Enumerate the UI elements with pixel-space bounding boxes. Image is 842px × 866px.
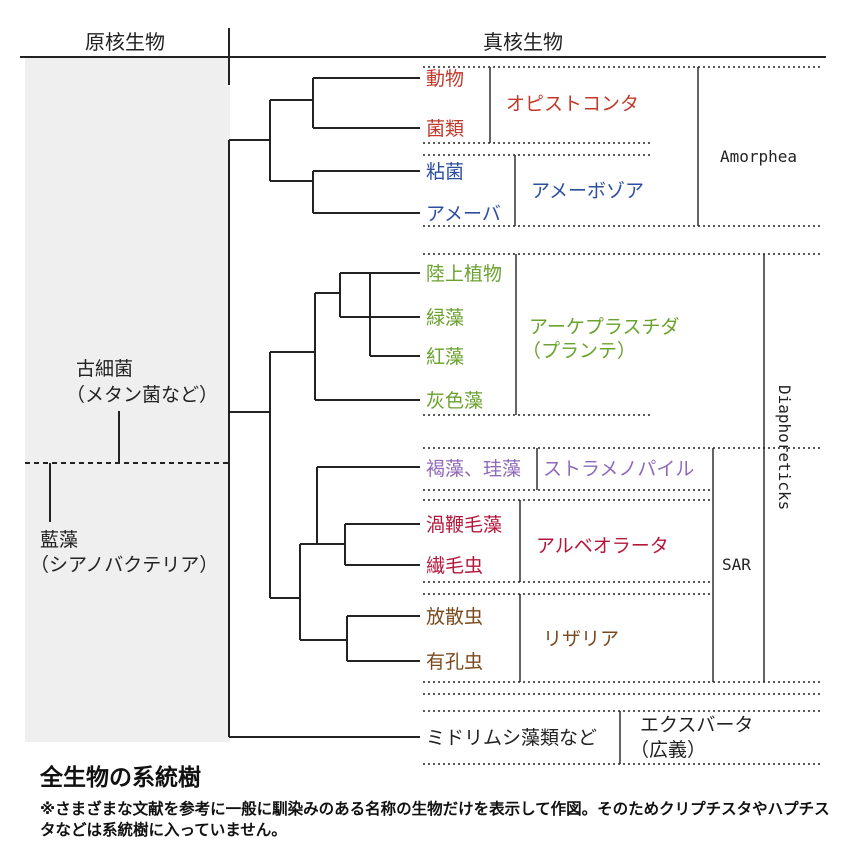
leaf-foraminifera: 有孔虫 (426, 651, 484, 673)
cyanobacteria-label: 藍藻 (40, 529, 79, 551)
leaf-slime-molds: 粘菌 (426, 161, 465, 183)
group-excavata: エクスバータ (640, 714, 754, 736)
group-alveolata: アルベオラータ (536, 535, 669, 557)
prokaryote-split (25, 411, 228, 522)
group-amoebozoa: アメーボゾア (531, 180, 645, 202)
figure-note: ※さまざまな文献を参考に一般に馴染みのある名称の生物だけを表示して作図。そのため… (40, 800, 830, 839)
leaf-ciliates: 繊毛虫 (426, 555, 484, 577)
leaf-land-plants: 陸上植物 (426, 263, 503, 285)
group-archaeplastida-sub: （プランテ） (522, 340, 637, 362)
leaf-green-algae: 緑藻 (426, 307, 465, 329)
cyanobacteria-sublabel: （シアノバクテリア） (30, 554, 219, 576)
supergroup-diaphoretickes: Diaphoreticks (775, 385, 794, 511)
supergroup-amorphea: Amorphea (720, 147, 798, 166)
group-archaeplastida: アーケプラスチダ (529, 316, 680, 338)
supergroup-sar: SAR (722, 555, 751, 574)
leaf-fungi: 菌類 (426, 118, 465, 140)
tree-branches (228, 77, 420, 738)
header-eukaryote: 真核生物 (483, 30, 563, 54)
leaf-excavata-misc: ミドリムシ藻類など (426, 727, 598, 749)
archaea-sublabel: （メタン菌など） (66, 384, 219, 406)
leaf-dinoflagellates: 渦鞭毛藻 (426, 514, 503, 536)
header-prokaryote: 原核生物 (85, 30, 165, 54)
figure-title: 全生物の系統樹 (40, 765, 201, 791)
group-excavata-sub: （広義） (630, 739, 707, 761)
leaf-brown-diatoms: 褐藻、珪藻 (426, 458, 522, 480)
group-opisthokonta: オピストコンタ (506, 93, 640, 115)
group-stramenopiles: ストラメノパイル (543, 458, 695, 480)
group-rhizaria: リザリア (543, 628, 620, 650)
archaea-label: 古細菌 (76, 358, 134, 380)
leaf-radiolarians: 放散虫 (426, 606, 484, 628)
leaf-red-algae: 紅藻 (426, 346, 465, 368)
leaf-glaucophytes: 灰色藻 (426, 390, 484, 412)
group-boxes (423, 66, 820, 765)
leaf-animals: 動物 (426, 68, 465, 90)
leaf-amoeba: アメーバ (426, 203, 501, 225)
prokaryote-shade (25, 57, 230, 742)
header-lines (20, 28, 826, 85)
